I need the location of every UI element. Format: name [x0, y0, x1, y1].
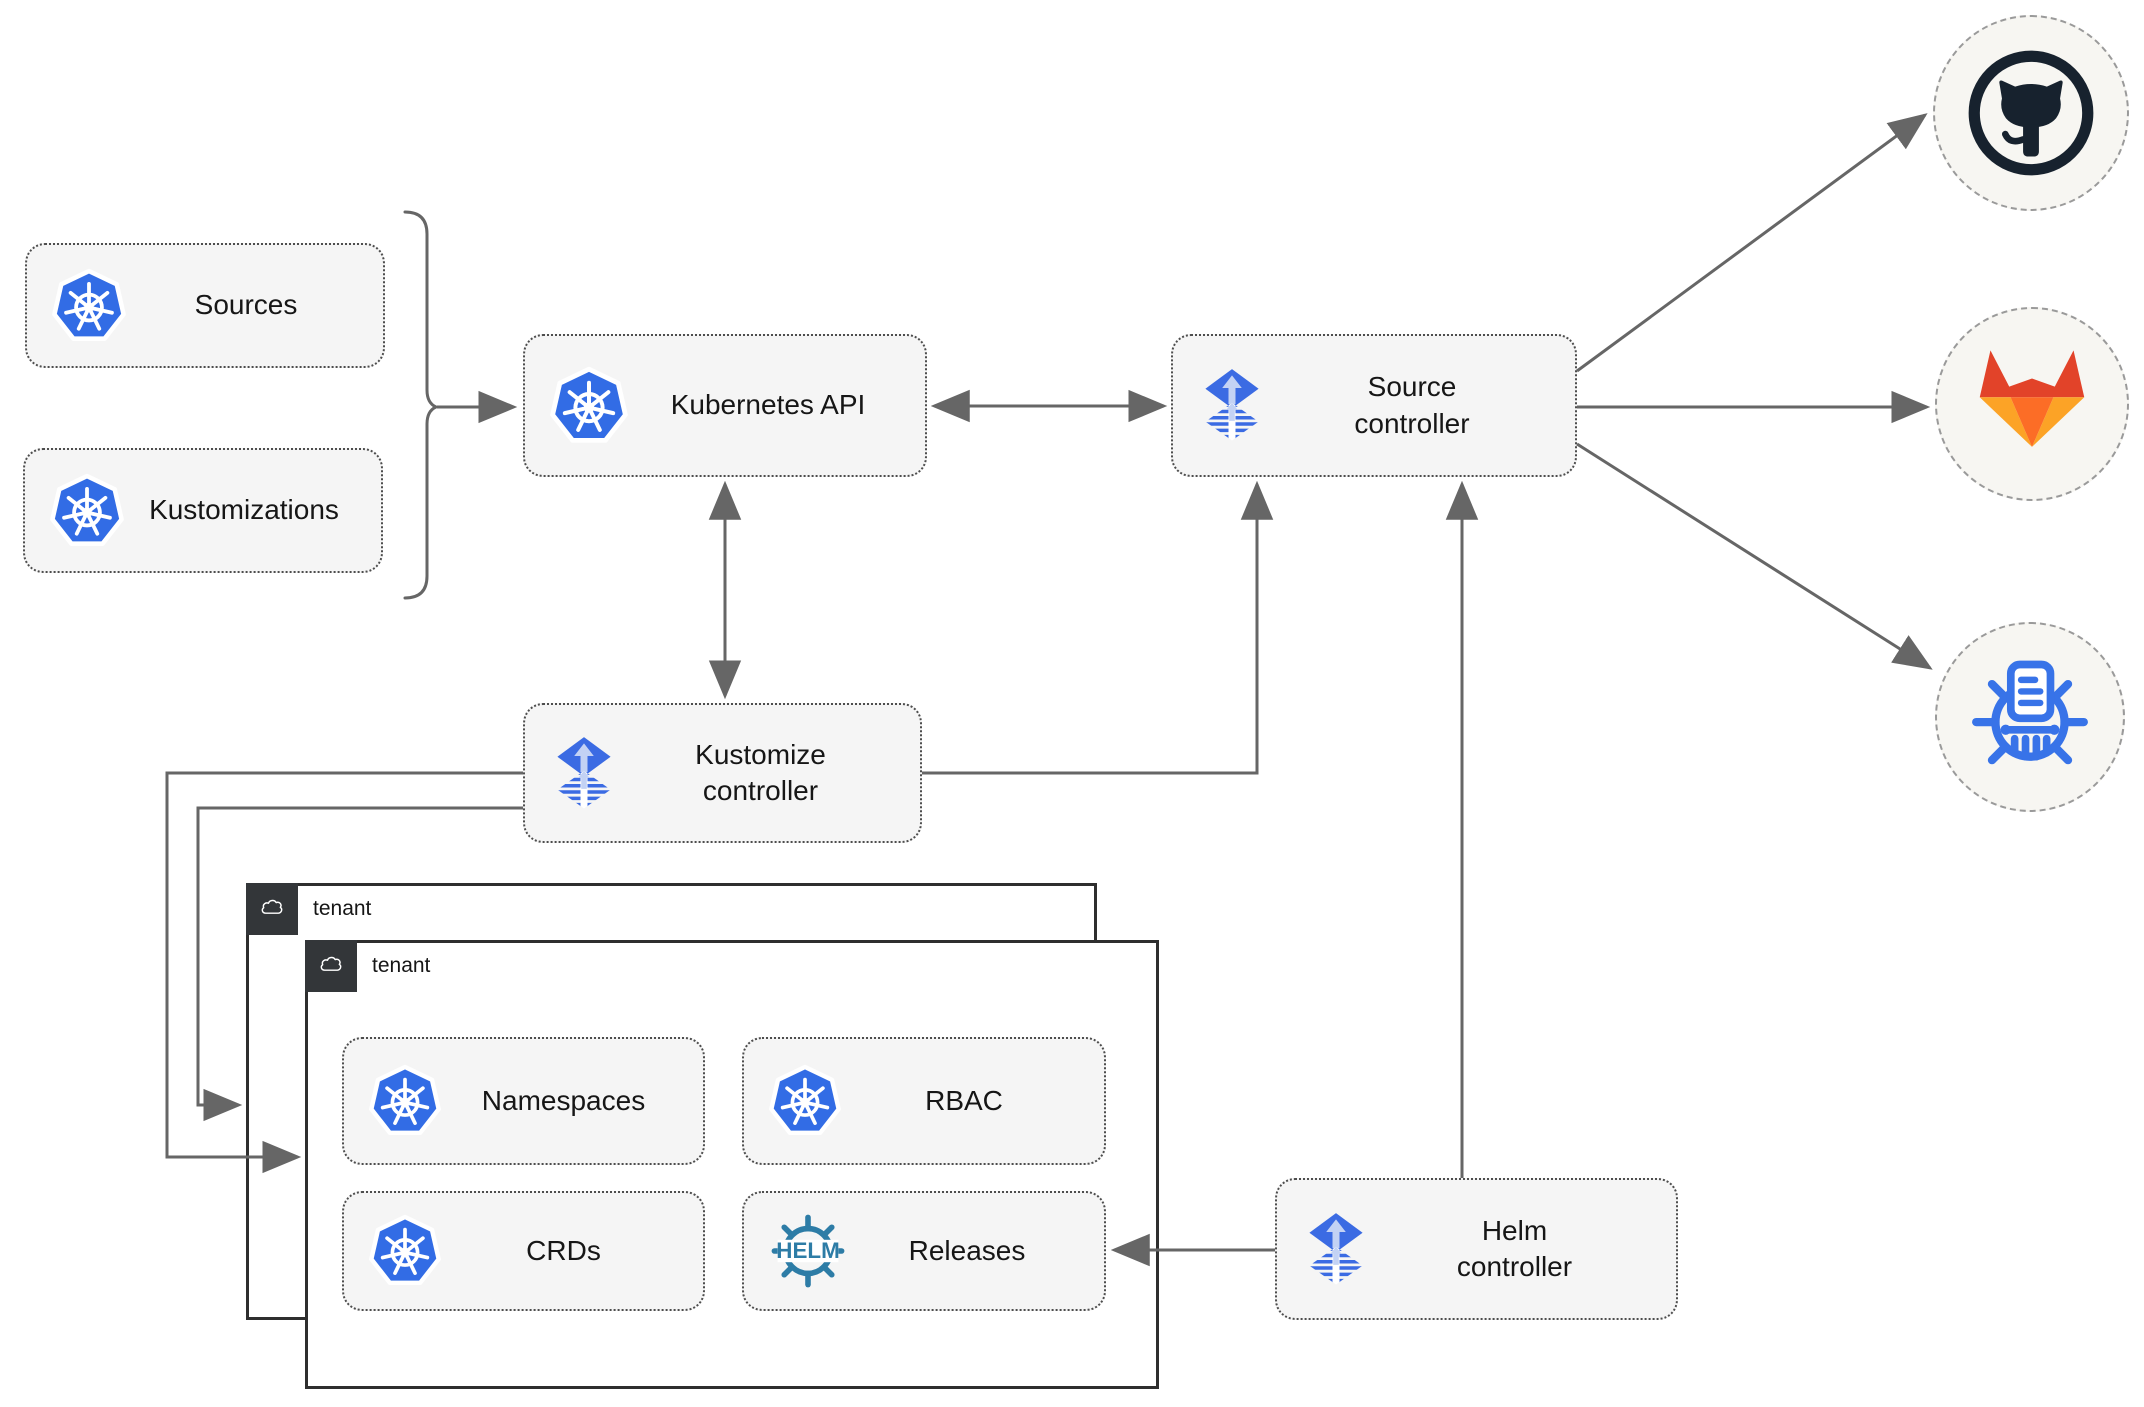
github-node: [1933, 15, 2129, 211]
node-label: Releases: [908, 1234, 1026, 1266]
kubernetes-icon: [368, 1064, 442, 1138]
node-helm-controller: Helm controller: [1275, 1178, 1678, 1320]
node-label: Namespaces: [481, 1084, 646, 1116]
gitlab-node: [1935, 307, 2129, 501]
node-source-controller: Source controller: [1171, 334, 1577, 477]
github-icon: [1965, 47, 2097, 179]
node-kustomize-controller: Kustomize controller: [523, 703, 922, 843]
edge-source-to-github: [1576, 113, 1928, 373]
node-label: Sources: [194, 289, 298, 321]
kubernetes-icon: [49, 473, 125, 549]
tenant-tab: [246, 883, 298, 935]
tenant-group-label: tenant: [372, 954, 431, 977]
node-label: Kubernetes API: [670, 389, 866, 421]
node-namespaces: Namespaces: [342, 1037, 705, 1165]
tenant-group-label: tenant: [313, 897, 372, 920]
node-label: RBAC: [925, 1084, 1003, 1116]
node-crds: CRDs: [342, 1191, 705, 1311]
kubernetes-icon: [51, 268, 127, 344]
flux-icon: [1301, 1213, 1371, 1286]
kubernetes-icon: [549, 366, 629, 446]
node-releases: Releases: [742, 1191, 1106, 1311]
node-label: CRDs: [526, 1234, 601, 1266]
kubernetes-icon: [768, 1064, 842, 1138]
node-kustomizations: Kustomizations: [23, 448, 383, 573]
cloud-icon: [256, 893, 288, 925]
group-brace: [403, 210, 440, 600]
node-rbac: RBAC: [742, 1037, 1106, 1165]
edge-source-to-harbor: [1576, 442, 1933, 670]
harbor-registry-icon: [1966, 653, 2094, 781]
node-label: Source controller: [1354, 371, 1470, 439]
flux-icon: [1197, 369, 1267, 442]
kubernetes-icon: [368, 1214, 442, 1288]
node-kubernetes-api: Kubernetes API: [523, 334, 927, 477]
gitlab-icon: [1965, 337, 2099, 471]
edge-kustomize-to-source: [922, 480, 1274, 775]
helm-icon: [768, 1211, 848, 1291]
node-label: Kustomize controller: [695, 738, 826, 806]
tenant-tab: [305, 940, 357, 992]
cloud-icon: [315, 950, 347, 982]
node-label: Kustomizations: [149, 494, 339, 526]
node-sources: Sources: [25, 243, 385, 368]
flux-icon: [549, 737, 619, 810]
node-label: Helm controller: [1456, 1214, 1573, 1282]
harbor-registry-node: [1935, 622, 2125, 812]
